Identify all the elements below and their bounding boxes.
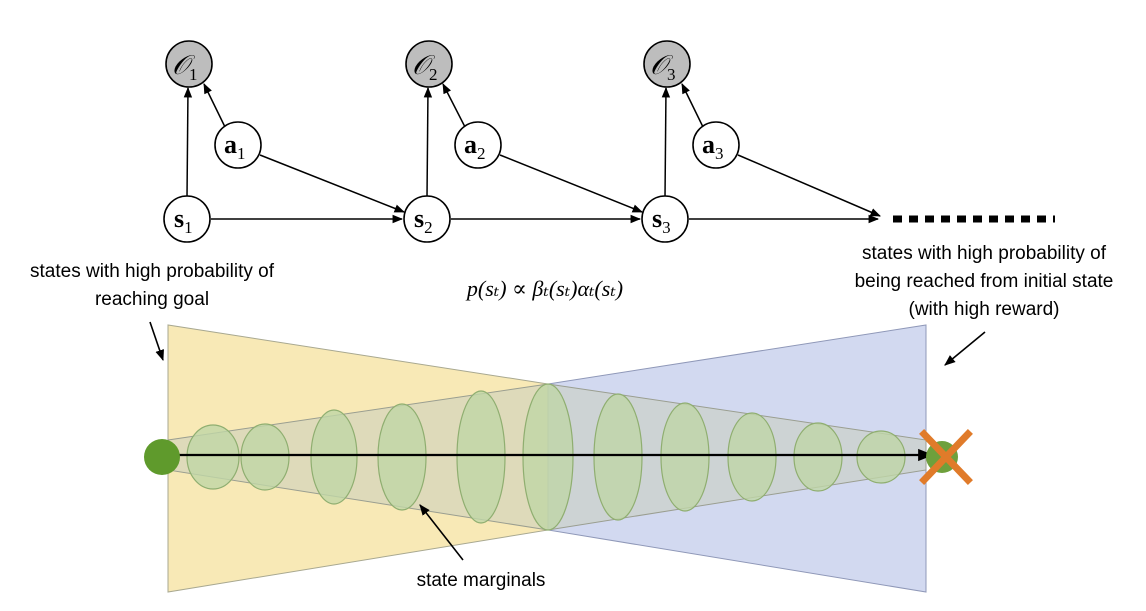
state-marginal-ellipse-3 <box>310 409 358 505</box>
state-marginal-ellipse-4 <box>377 403 427 511</box>
state-marginal-ellipse-10 <box>793 422 843 492</box>
left-annotation-line1: states with high probability of <box>30 261 275 282</box>
action-node-1-label: a1 <box>224 130 246 163</box>
left-annotation-arrow <box>149 321 164 362</box>
bottom-annotation: state marginals <box>417 570 546 591</box>
cross-stroke-b <box>919 429 973 485</box>
action-node-2-label: a2 <box>464 130 486 163</box>
state-marginal-ellipse-8 <box>660 402 710 512</box>
observed-node-1-circle <box>165 40 213 88</box>
action-node-3: a3 <box>692 121 740 169</box>
state-node-2: s2 <box>403 195 451 243</box>
state-node-3-circle <box>641 195 689 243</box>
observed-node-2-circle <box>405 40 453 88</box>
state-marginal-ellipse-6 <box>522 383 574 531</box>
left-annotation-line2: reaching goal <box>95 289 209 310</box>
action-node-2-circle <box>454 121 502 169</box>
state-marginal-ellipse-1 <box>186 424 240 490</box>
edge-a2-o2 <box>442 83 466 128</box>
state-marginals-group <box>186 383 906 531</box>
state-marginal-ellipse-11 <box>856 430 906 484</box>
action-node-3-label: a3 <box>702 130 724 163</box>
state-marginal-ellipse-2 <box>240 423 290 491</box>
state-node-1: s1 <box>163 195 211 243</box>
bottom-annotation-arrow <box>419 504 464 561</box>
action-node-1-circle <box>214 121 262 169</box>
state-marginal-ellipse-5 <box>456 390 506 524</box>
state-node-2-circle <box>403 195 451 243</box>
edge-a1-o1 <box>203 83 226 128</box>
state-marginal-ellipse-9 <box>727 412 777 502</box>
edge-a3-o3 <box>681 83 704 128</box>
action-node-1: a1 <box>214 121 262 169</box>
observed-node-3-circle <box>643 40 691 88</box>
marginal-formula: p(sₜ) ∝ βₜ(sₜ)αₜ(sₜ) <box>465 276 623 301</box>
edge-a3-next <box>737 154 881 217</box>
state-node-3: s3 <box>641 195 689 243</box>
start-state-dot <box>144 439 180 475</box>
action-node-2: a2 <box>454 121 502 169</box>
state-node-1-circle <box>163 195 211 243</box>
edge-a1-s2 <box>259 154 405 213</box>
state-node-2-label: s2 <box>414 204 433 237</box>
observed-node-3: 𝒪3 <box>643 40 691 88</box>
state-marginal-ellipse-7 <box>593 393 643 521</box>
edge-s3-o3 <box>661 86 671 199</box>
edge-a2-s3 <box>499 154 643 213</box>
edge-s2-o2 <box>423 86 433 199</box>
observed-node-2: 𝒪2 <box>405 40 453 88</box>
observed-node-1: 𝒪1 <box>165 40 213 88</box>
right-annotation-line2: being reached from initial state <box>855 271 1114 292</box>
right-annotation-arrow <box>944 331 986 366</box>
state-node-1-label: s1 <box>174 204 193 237</box>
graph-edges <box>183 83 881 224</box>
state-node-3-label: s3 <box>652 204 671 237</box>
action-node-3-circle <box>692 121 740 169</box>
right-annotation-line3: (with high reward) <box>909 299 1060 320</box>
right-annotation-line1: states with high probability of <box>862 243 1107 264</box>
edge-s1-o1 <box>183 86 193 199</box>
goal-cross-icon <box>919 429 973 485</box>
